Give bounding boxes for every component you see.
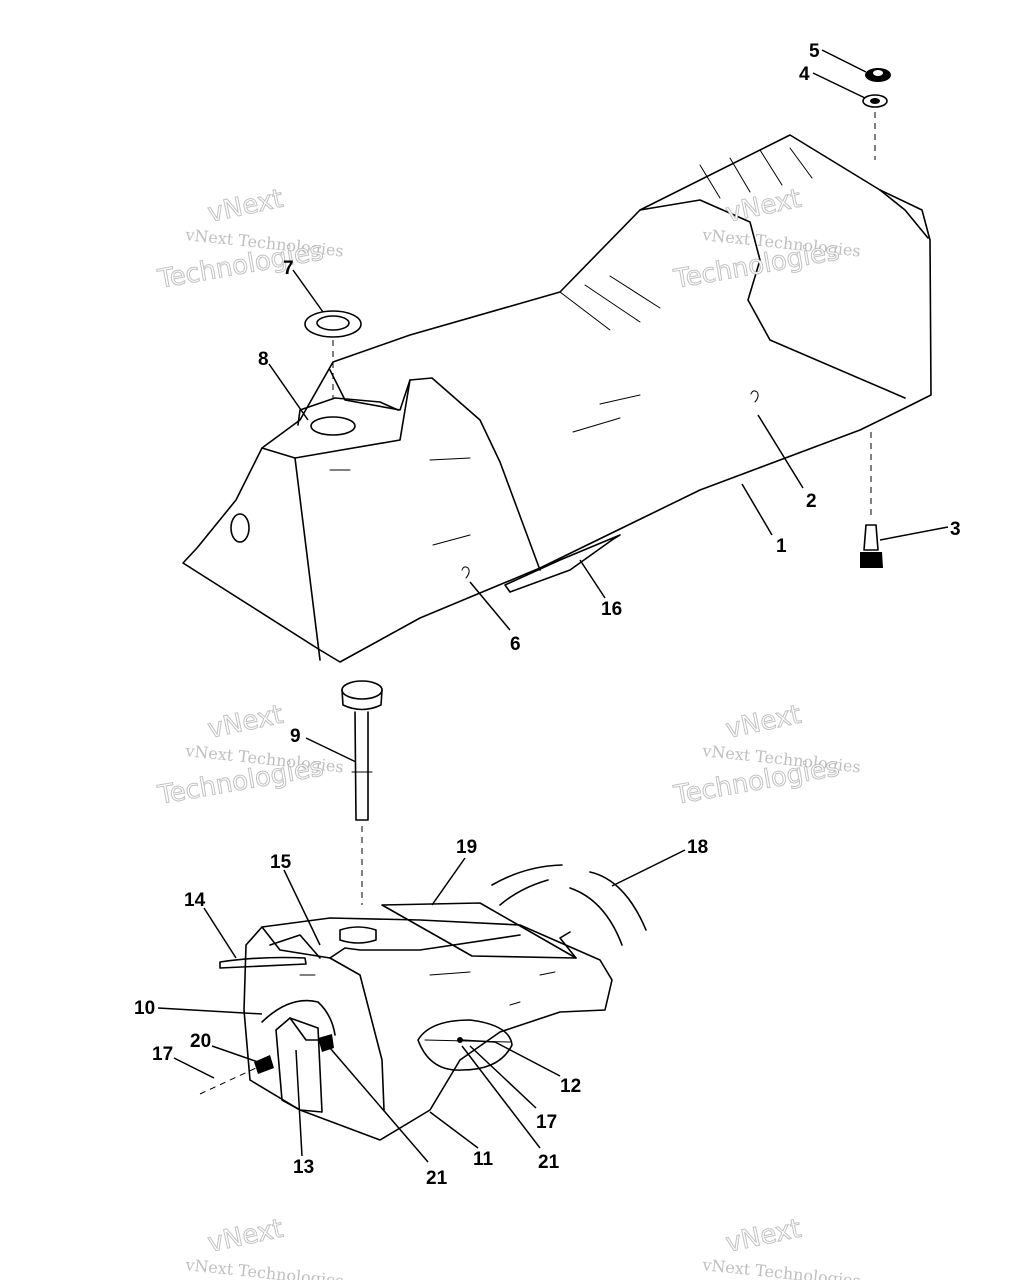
callout-14: 14 xyxy=(184,890,206,911)
svg-text:vNext Technologies: vNext Technologies xyxy=(701,1255,862,1280)
svg-text:vNext: vNext xyxy=(723,184,804,229)
watermark-5: vNext vNext Technologies xyxy=(184,1213,345,1280)
callout-5: 5 xyxy=(809,41,820,62)
nut-5-washer-4 xyxy=(862,68,891,520)
callout-6: 6 xyxy=(510,634,521,655)
callout-10: 10 xyxy=(134,998,155,1019)
callout-9: 9 xyxy=(290,726,301,747)
callout-18: 18 xyxy=(687,837,708,858)
svg-text:vNext: vNext xyxy=(205,184,286,229)
gas-cap-9 xyxy=(341,680,383,905)
svg-text:vNext: vNext xyxy=(205,700,286,745)
callouts: 1 2 3 4 5 6 7 8 9 10 11 12 13 xyxy=(134,41,961,1189)
callout-2: 2 xyxy=(806,491,817,512)
callout-4: 4 xyxy=(799,64,810,85)
callout-21-right: 21 xyxy=(538,1152,560,1173)
svg-text:vNext: vNext xyxy=(723,1214,804,1259)
callout-21-left: 21 xyxy=(426,1168,448,1189)
callout-11: 11 xyxy=(473,1149,494,1170)
bolt-3 xyxy=(860,524,883,568)
watermark-6: vNext vNext Technologies xyxy=(701,1213,862,1280)
callout-8: 8 xyxy=(258,349,269,370)
callout-17-left: 17 xyxy=(152,1044,173,1065)
callout-12: 12 xyxy=(560,1076,581,1097)
callout-7: 7 xyxy=(283,258,294,279)
watermark-3: vNext vNext Technologies Technologies xyxy=(155,699,345,811)
callout-16: 16 xyxy=(601,599,622,620)
callout-15: 15 xyxy=(270,852,292,873)
callout-20: 20 xyxy=(190,1031,211,1052)
watermark-1: vNext vNext Technologies Technologies xyxy=(155,183,345,295)
callout-19: 19 xyxy=(456,837,477,858)
grommet-7 xyxy=(304,310,362,398)
watermark-4: vNext vNext Technologies Technologies xyxy=(671,699,862,811)
callout-13: 13 xyxy=(293,1157,314,1178)
svg-text:vNext Technologies: vNext Technologies xyxy=(184,1255,345,1280)
callout-17-right: 17 xyxy=(536,1112,557,1133)
callout-3: 3 xyxy=(950,519,961,540)
svg-text:vNext: vNext xyxy=(723,700,804,745)
svg-text:vNext: vNext xyxy=(205,1214,286,1259)
fuel-tank xyxy=(199,864,647,1141)
callout-1: 1 xyxy=(776,536,787,557)
seat-assembly xyxy=(182,134,932,663)
